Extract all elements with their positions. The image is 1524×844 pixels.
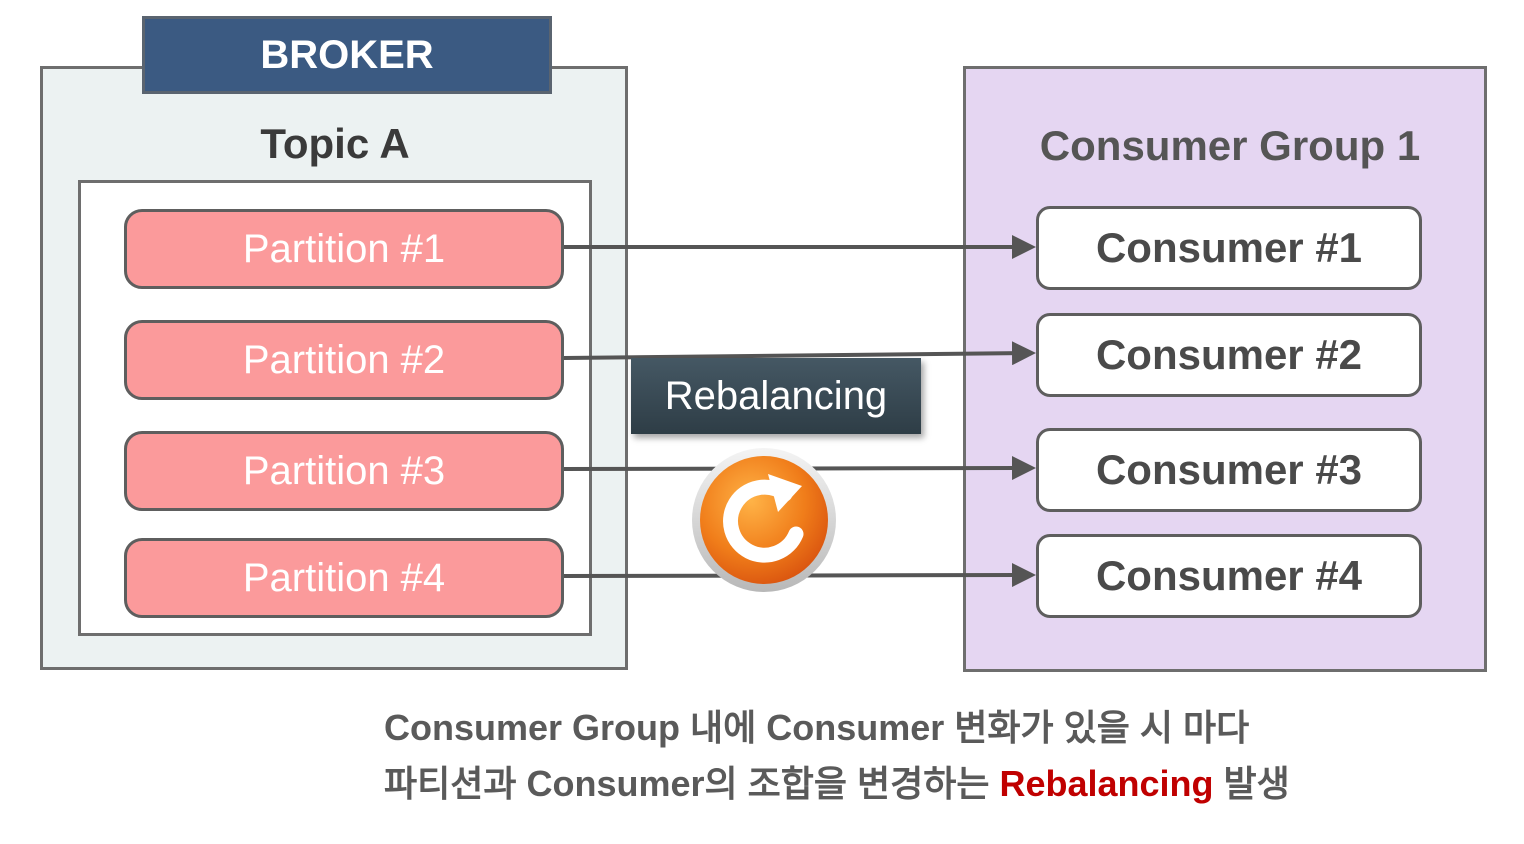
consumer-2: Consumer #2 <box>1036 313 1422 397</box>
partition-1: Partition #1 <box>124 209 564 289</box>
caption-line-2: 파티션과 Consumer의 조합을 변경하는 Rebalancing 발생 <box>384 756 1464 812</box>
consumer-group-title: Consumer Group 1 <box>1039 122 1421 169</box>
consumer-1: Consumer #1 <box>1036 206 1422 290</box>
broker-label: BROKER <box>142 16 552 94</box>
refresh-icon <box>692 448 836 592</box>
caption: Consumer Group 내에 Consumer 변화가 있을 시 마다 파… <box>384 700 1464 812</box>
caption-line-2-start: 파티션과 Consumer의 조합을 변경하는 <box>384 763 1000 804</box>
caption-line-2-end: 발생 <box>1213 763 1290 804</box>
partition-2: Partition #2 <box>124 320 564 400</box>
consumer-4: Consumer #4 <box>1036 534 1422 618</box>
caption-rebalancing-highlight: Rebalancing <box>999 763 1214 804</box>
partition-4: Partition #4 <box>124 538 564 618</box>
consumer-3: Consumer #3 <box>1036 428 1422 512</box>
caption-line-1: Consumer Group 내에 Consumer 변화가 있을 시 마다 <box>384 707 1250 748</box>
rebalancing-label: Rebalancing <box>631 358 921 434</box>
partition-3: Partition #3 <box>124 431 564 511</box>
topic-title: Topic A <box>260 120 410 167</box>
